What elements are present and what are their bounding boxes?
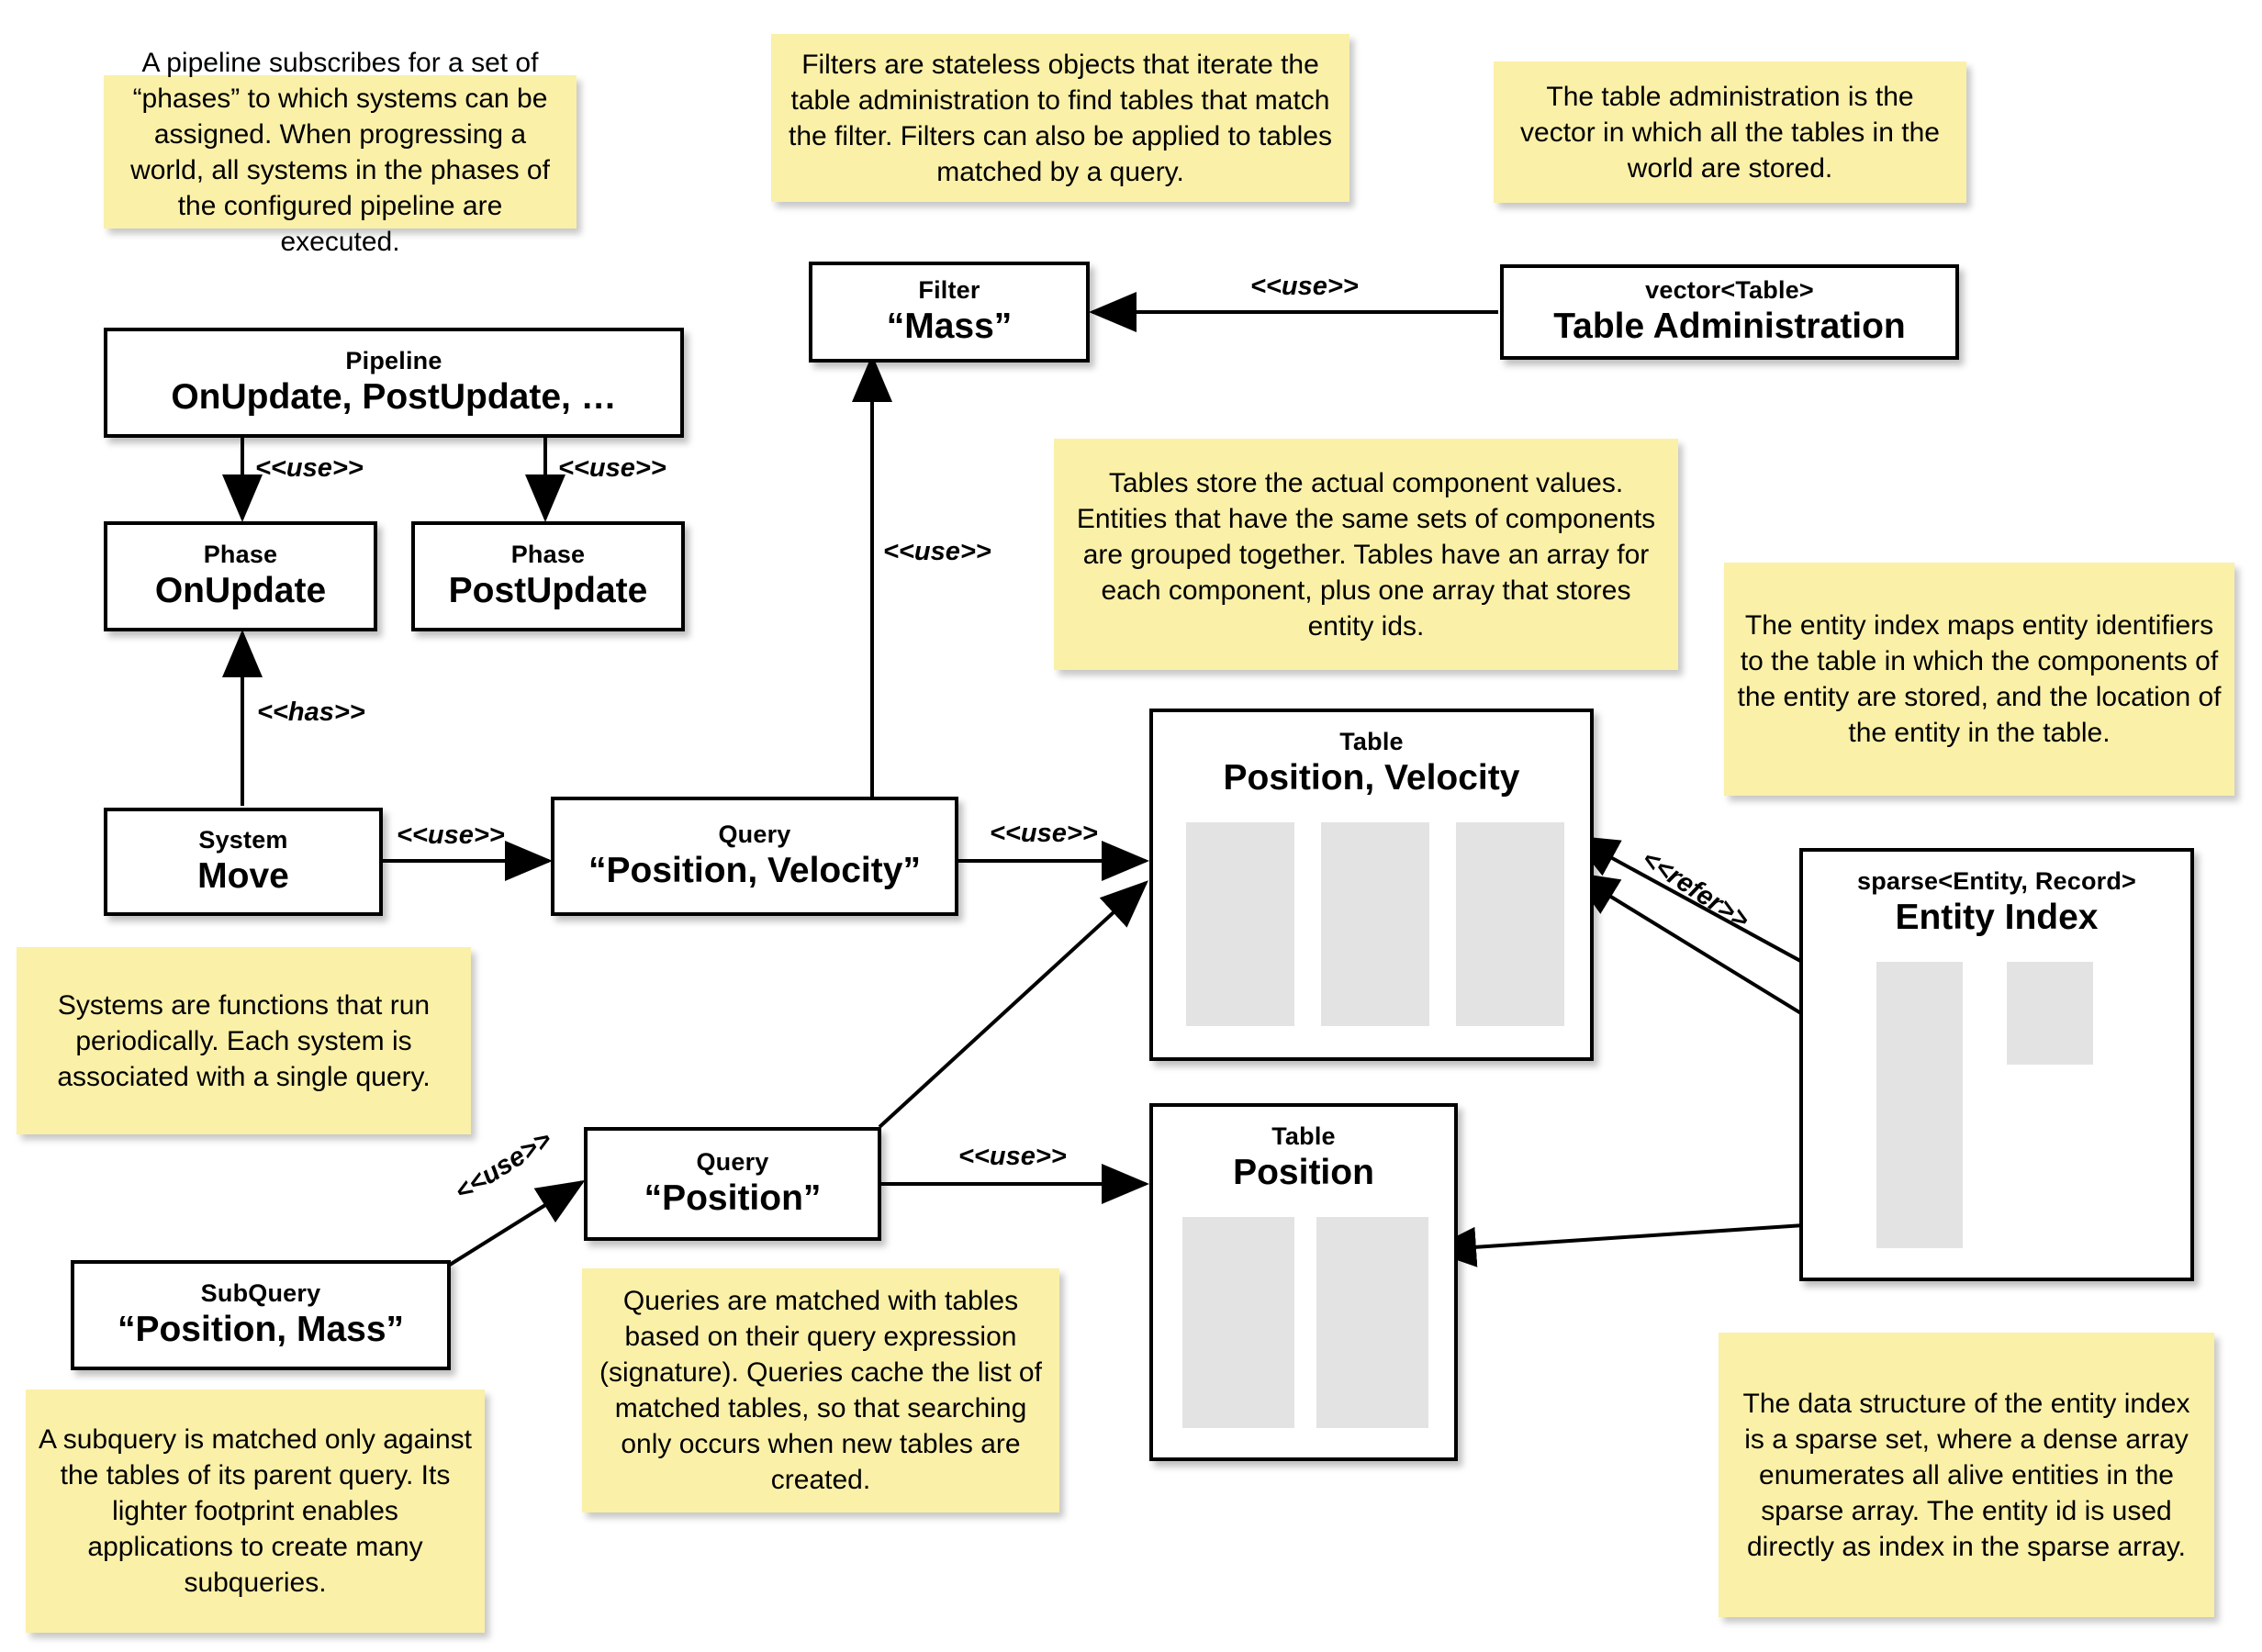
edge-label-pipeline-onupdate: <<use>> — [255, 453, 364, 483]
note-entity-index: The entity index maps entity identifiers… — [1724, 563, 2234, 796]
box-query-pv-stereotype: Query — [718, 820, 791, 849]
table-p-column-1 — [1182, 1217, 1294, 1428]
box-table-p-stereotype: Table — [1271, 1122, 1336, 1150]
box-table-p-name: Position — [1233, 1152, 1374, 1192]
box-filter-stereotype: Filter — [918, 276, 980, 305]
edge-label-queryp-tablep: <<use>> — [958, 1142, 1067, 1171]
box-system-move-stereotype: System — [198, 826, 288, 854]
box-entity-index-name: Entity Index — [1895, 897, 2099, 937]
note-subquery-text: A subquery is matched only against the t… — [39, 1424, 472, 1598]
box-pipeline[interactable]: Pipeline OnUpdate, PostUpdate, … — [104, 328, 684, 438]
box-subquery-stereotype: SubQuery — [200, 1279, 321, 1308]
table-p-columns — [1182, 1217, 1428, 1428]
note-table-admin: The table administration is the vector i… — [1494, 61, 1966, 203]
table-pv-column-1 — [1186, 822, 1294, 1026]
note-table-admin-text: The table administration is the vector i… — [1520, 81, 1940, 184]
note-filter-text: Filters are stateless objects that itera… — [788, 49, 1332, 187]
edge-label-system-query: <<use>> — [397, 820, 505, 850]
box-pipeline-name: OnUpdate, PostUpdate, … — [171, 377, 617, 417]
box-query-p-stereotype: Query — [696, 1148, 769, 1177]
box-query-position[interactable]: Query “Position” — [584, 1127, 881, 1241]
note-tables-text: Tables store the actual component values… — [1076, 467, 1656, 642]
box-entity-index[interactable]: sparse<Entity, Record> Entity Index — [1799, 848, 2194, 1281]
entity-index-dense-array — [1876, 962, 1963, 1248]
box-table-position[interactable]: Table Position — [1149, 1103, 1458, 1461]
box-subquery-name: “Position, Mass” — [117, 1310, 405, 1349]
edge-label-admin-filter: <<use>> — [1250, 272, 1359, 301]
note-filter: Filters are stateless objects that itera… — [771, 34, 1349, 202]
box-table-pv-name: Position, Velocity — [1223, 757, 1520, 798]
table-p-column-2 — [1316, 1217, 1428, 1428]
edge-label-index-refer: <<refer>> — [1636, 844, 1754, 935]
table-pv-columns — [1186, 822, 1564, 1026]
box-phase-postupdate-name: PostUpdate — [448, 571, 648, 610]
box-query-position-velocity[interactable]: Query “Position, Velocity” — [551, 797, 958, 916]
note-sparse-text: The data structure of the entity index i… — [1742, 1388, 2190, 1562]
edge-label-query-filter: <<use>> — [883, 537, 991, 566]
note-pipeline: A pipeline subscribes for a set of “phas… — [104, 48, 577, 257]
box-phase-postupdate-stereotype: Phase — [510, 541, 586, 569]
note-tables: Tables store the actual component values… — [1054, 439, 1678, 670]
table-pv-column-3 — [1456, 822, 1564, 1026]
note-systems: Systems are functions that run periodica… — [17, 947, 471, 1134]
box-table-admin-name: Table Administration — [1553, 307, 1906, 346]
box-table-pv-stereotype: Table — [1339, 728, 1404, 755]
box-subquery-position-mass[interactable]: SubQuery “Position, Mass” — [71, 1260, 451, 1370]
box-phase-onupdate[interactable]: Phase OnUpdate — [104, 521, 377, 631]
note-pipeline-text: A pipeline subscribes for a set of “phas… — [130, 47, 550, 257]
note-systems-text: Systems are functions that run periodica… — [57, 989, 431, 1092]
box-table-administration[interactable]: vector<Table> Table Administration — [1500, 264, 1959, 360]
edge-label-query-table: <<use>> — [990, 819, 1098, 848]
box-system-move[interactable]: System Move — [104, 808, 383, 916]
box-query-p-name: “Position” — [644, 1178, 822, 1218]
box-phase-postupdate[interactable]: Phase PostUpdate — [411, 521, 685, 631]
edge-label-pipeline-postupdate: <<use>> — [558, 453, 666, 483]
note-entity-index-text: The entity index maps entity identifiers… — [1737, 610, 2222, 748]
note-queries: Queries are matched with tables based on… — [582, 1268, 1059, 1512]
box-table-admin-stereotype: vector<Table> — [1645, 276, 1814, 305]
box-phase-onupdate-stereotype: Phase — [203, 541, 278, 569]
note-sparse: The data structure of the entity index i… — [1719, 1333, 2214, 1617]
box-phase-onupdate-name: OnUpdate — [154, 571, 327, 610]
box-filter-mass[interactable]: Filter “Mass” — [809, 262, 1090, 363]
edge-label-system-phase: <<has>> — [257, 698, 365, 727]
edge-label-subquery-query: <<use>> — [450, 1124, 557, 1208]
note-queries-text: Queries are matched with tables based on… — [599, 1286, 1042, 1495]
box-system-move-name: Move — [197, 856, 289, 896]
note-subquery: A subquery is matched only against the t… — [26, 1390, 485, 1633]
box-query-pv-name: “Position, Velocity” — [588, 851, 921, 890]
table-pv-column-2 — [1321, 822, 1429, 1026]
box-filter-name: “Mass” — [886, 307, 1013, 346]
box-entity-index-stereotype: sparse<Entity, Record> — [1856, 867, 2137, 895]
box-table-position-velocity[interactable]: Table Position, Velocity — [1149, 709, 1594, 1061]
entity-index-sparse-array — [2007, 962, 2093, 1065]
box-pipeline-stereotype: Pipeline — [345, 347, 442, 375]
